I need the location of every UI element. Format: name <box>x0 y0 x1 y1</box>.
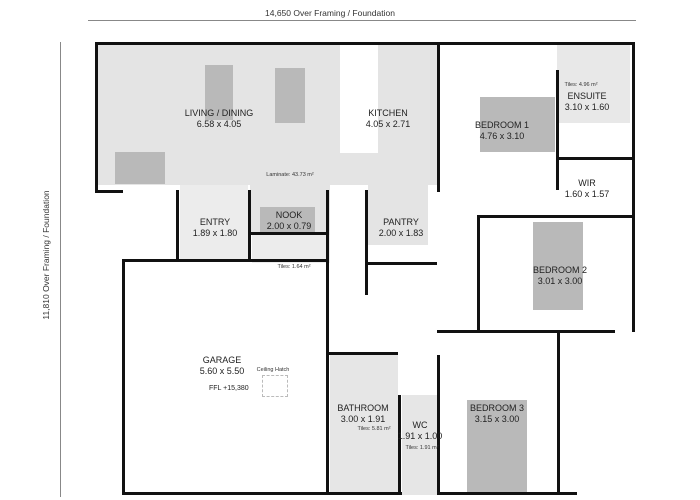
wall <box>437 42 440 192</box>
wall <box>365 190 368 295</box>
ensuite-floor <box>557 45 630 123</box>
wall <box>632 42 635 332</box>
wall <box>326 352 398 355</box>
wall <box>248 232 326 235</box>
ensuite-tiles-note: Tiles: 4.96 m² <box>564 82 598 88</box>
ceiling-hatch-icon <box>262 375 288 397</box>
width-dimension-line <box>88 20 636 21</box>
wall <box>477 215 635 218</box>
wall <box>437 492 577 495</box>
entry-floor <box>180 185 248 260</box>
wall <box>122 259 125 495</box>
wall <box>122 492 402 495</box>
pantry-floor <box>368 185 428 245</box>
wall <box>556 157 632 160</box>
height-dimension-label: 11,810 Over Framing / Foundation <box>41 190 51 320</box>
bed-icon <box>533 222 583 310</box>
wall <box>437 330 557 333</box>
laundry-tiles-note: Tiles: 1.64 m² <box>277 264 311 270</box>
wall <box>365 262 437 265</box>
height-dimension-line <box>60 42 61 497</box>
wall <box>95 190 123 193</box>
wall <box>176 190 179 262</box>
kitchen-island-icon <box>340 45 378 153</box>
laundry-floor <box>252 235 330 263</box>
wall <box>326 190 329 495</box>
wall <box>477 215 480 330</box>
wall <box>122 259 328 262</box>
bathroom-floor <box>330 355 398 495</box>
wall <box>557 330 560 495</box>
laminate-area-note: Laminate: 43.73 m² <box>266 172 314 178</box>
nook-desk-icon <box>260 207 315 232</box>
wall <box>248 190 251 262</box>
bed-icon <box>467 400 527 495</box>
wc-floor <box>402 395 440 495</box>
wall <box>556 70 559 190</box>
ceiling-hatch-note: Ceiling Hatch <box>256 367 290 373</box>
sofa-icon <box>205 65 233 120</box>
armchair-icon <box>115 152 165 184</box>
wall <box>95 42 635 45</box>
wall <box>95 42 98 192</box>
wall <box>437 355 440 495</box>
width-dimension-label: 14,650 Over Framing / Foundation <box>265 8 395 18</box>
ffl-level-note: FFL +15,380 <box>209 385 249 392</box>
wc-tiles-note: Tiles: 1.91 m² <box>405 445 439 451</box>
dining-table-icon <box>275 68 305 123</box>
bed-icon <box>480 97 555 152</box>
bathroom-tiles-note: Tiles: 5.81 m² <box>357 426 391 432</box>
wall <box>398 395 401 495</box>
